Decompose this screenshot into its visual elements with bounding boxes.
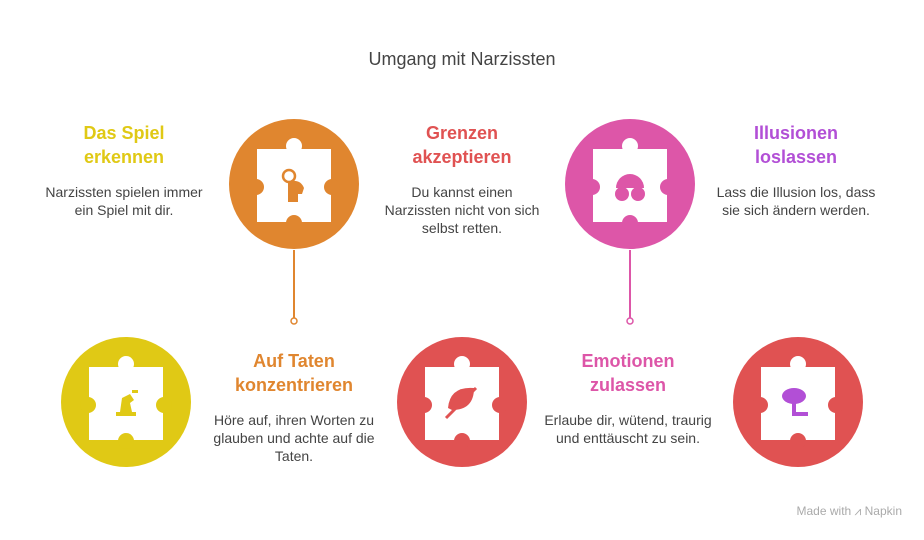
- connector-dot: [626, 317, 634, 325]
- heading-line: Das Spiel: [83, 123, 165, 143]
- puzzle-notch: [790, 433, 806, 449]
- puzzle-knob: [454, 356, 470, 372]
- puzzle-piece: [733, 337, 863, 467]
- napkin-watermark: Made with ⩘ Napkin: [796, 504, 902, 518]
- heading-line: Auf Taten: [253, 351, 335, 371]
- step-description: Lass die Illusion los, dass sie sich änd…: [716, 184, 876, 218]
- step-heading-illusionen: Illusionen loslassen: [711, 121, 881, 169]
- step-heading-grenzen: Grenzen akzeptieren: [377, 121, 547, 169]
- chess-knight-icon: [281, 168, 304, 202]
- heading-line: Grenzen: [425, 123, 499, 143]
- heading-line: akzeptieren: [412, 147, 512, 167]
- puzzle-piece: [397, 337, 527, 467]
- puzzle-notch: [828, 397, 844, 413]
- puzzle-notch: [660, 179, 676, 195]
- no-leaf-icon: [444, 386, 478, 420]
- puzzle-notch: [492, 397, 508, 413]
- puzzle-notch: [752, 397, 768, 413]
- diagram-title: Umgang mit Narzissten: [368, 49, 556, 69]
- step-heading-auf-taten: Auf Taten konzentrieren: [209, 349, 379, 397]
- step-heading-das-spiel: Das Spiel erkennen: [39, 121, 209, 169]
- connector-dot: [290, 317, 298, 325]
- puzzle-knob: [286, 138, 302, 154]
- heading-line: Illusionen: [753, 123, 838, 143]
- step-description: Narzissten spielen immer ein Spiel mit d…: [45, 184, 203, 218]
- hugging-face-icon: [615, 174, 645, 201]
- detective-head-icon: [116, 390, 138, 416]
- step-description: Erlaube dir, wütend, traurig und enttäus…: [544, 412, 712, 446]
- puzzle-notch: [454, 433, 470, 449]
- puzzle-notch: [584, 179, 600, 195]
- puzzle-notch: [416, 397, 432, 413]
- tree-icon: [782, 388, 808, 416]
- puzzle-knob: [790, 356, 806, 372]
- puzzle-piece: [565, 119, 695, 249]
- heading-line: erkennen: [83, 147, 165, 167]
- step-heading-emotionen: Emotionen zulassen: [543, 349, 713, 397]
- heading-line: zulassen: [589, 375, 667, 395]
- step-description: Du kannst einen Narzissten nicht von sic…: [384, 184, 540, 236]
- puzzle-piece: [229, 119, 359, 249]
- puzzle-notch: [286, 215, 302, 231]
- heading-line: Emotionen: [581, 351, 675, 371]
- puzzle-notch: [248, 179, 264, 195]
- heading-line: loslassen: [754, 147, 838, 167]
- puzzle-notch: [622, 215, 638, 231]
- puzzle-notch: [80, 397, 96, 413]
- puzzle-knob: [118, 356, 134, 372]
- puzzle-notch: [118, 433, 134, 449]
- heading-line: konzentrieren: [234, 375, 354, 395]
- step-description: Höre auf, ihren Worten zu glauben und ac…: [213, 412, 375, 464]
- puzzle-piece: [61, 337, 191, 467]
- puzzle-notch: [156, 397, 172, 413]
- puzzle-notch: [324, 179, 340, 195]
- puzzle-knob: [622, 138, 638, 154]
